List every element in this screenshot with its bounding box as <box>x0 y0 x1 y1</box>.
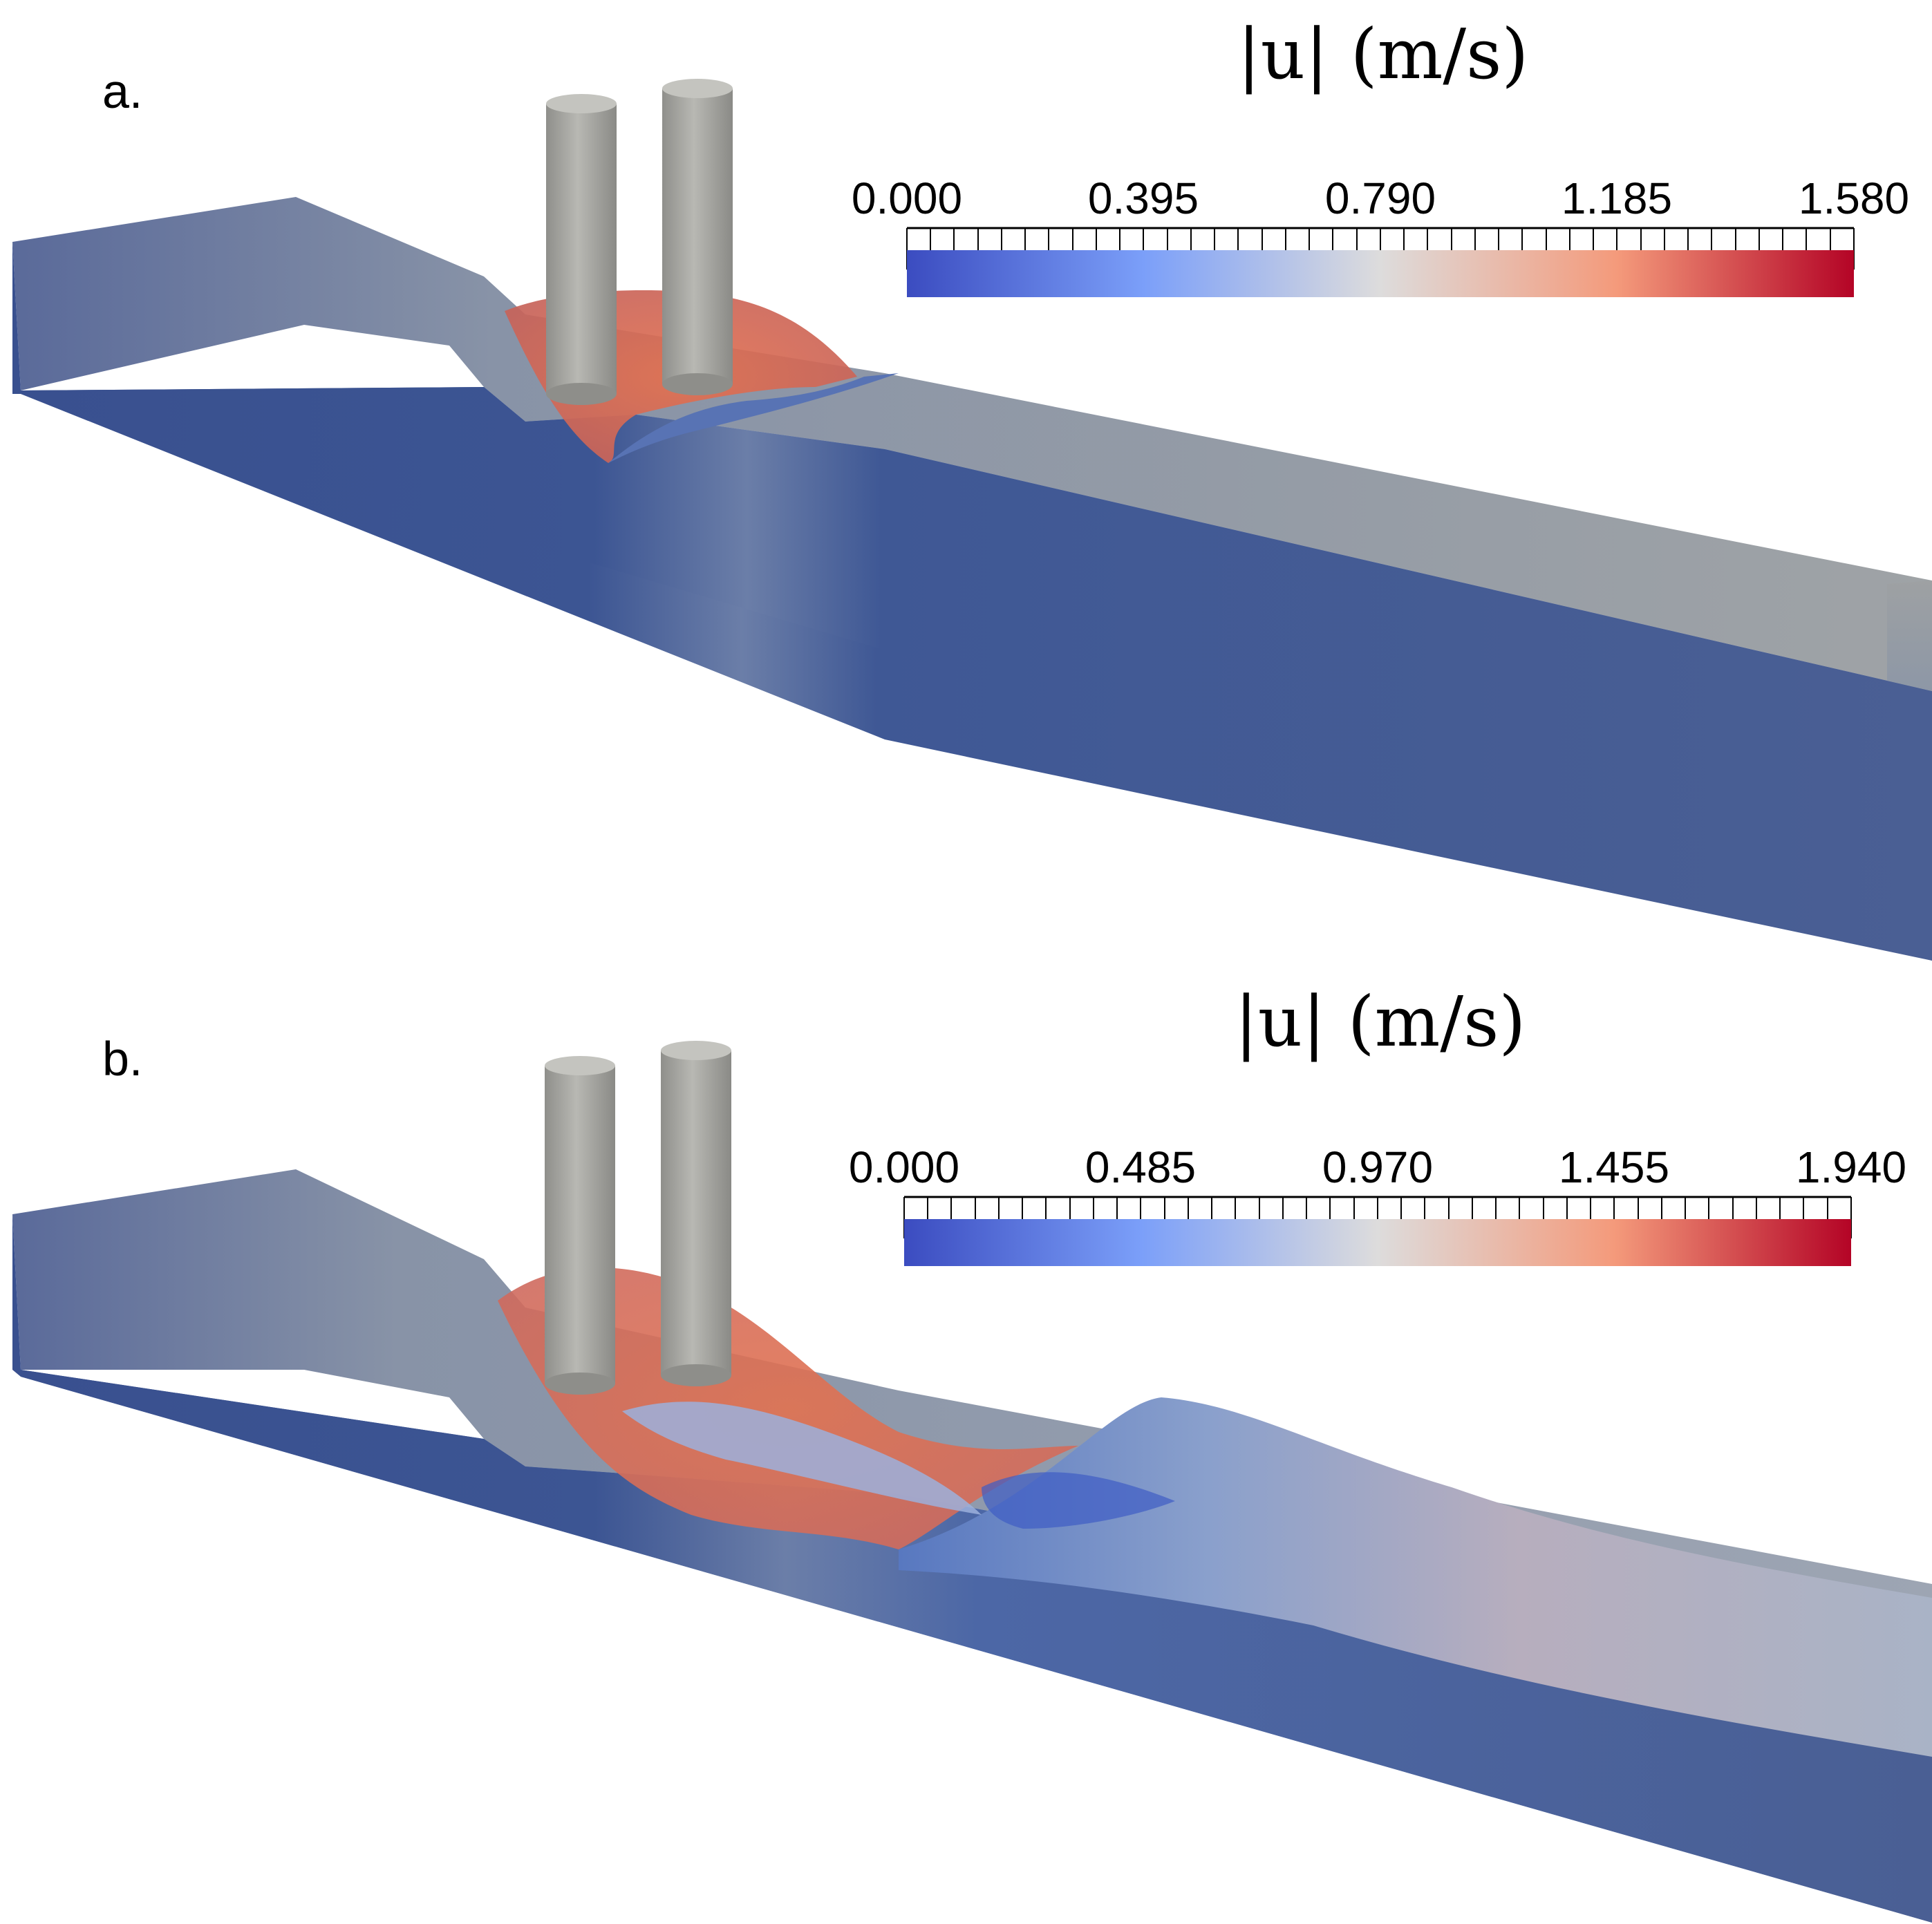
pillar-left-b <box>545 1056 615 1395</box>
flow-acceleration-b <box>498 1267 1078 1549</box>
pillar-right-a <box>662 79 733 395</box>
legend-title-a: |u| (m/s) <box>1237 14 1529 95</box>
water-surface-a <box>12 197 1932 691</box>
colorbar-a-tick-4: 1.580 <box>1798 173 1910 223</box>
panel-a: a. |u| (m/s) 0.000 0.395 0.790 1.185 1.5… <box>12 14 1932 961</box>
colorbar-b: 0.000 0.485 0.970 1.455 1.940 <box>849 1142 1906 1266</box>
legend-title-b: |u| (m/s) <box>1235 981 1526 1062</box>
flume-scene-b <box>12 1041 1932 1923</box>
panel-label-b: b. <box>102 1032 143 1086</box>
colorbar-a-tick-0: 0.000 <box>851 173 963 223</box>
pillar-right-b <box>661 1041 731 1386</box>
colorbar-b-tick-3: 1.455 <box>1558 1142 1670 1192</box>
panel-label-a: a. <box>102 64 143 118</box>
colorbar-a: 0.000 0.395 0.790 1.185 1.580 <box>852 173 1909 297</box>
colorbar-b-tick-4: 1.940 <box>1795 1142 1907 1192</box>
colorbar-a-tick-2: 0.790 <box>1324 173 1436 223</box>
colorbar-b-tick-0: 0.000 <box>848 1142 960 1192</box>
colorbar-a-gradient <box>906 227 1855 297</box>
colorbar-b-tick-1: 0.485 <box>1085 1142 1197 1192</box>
colorbar-b-gradient <box>903 1196 1852 1266</box>
colorbar-a-tick-1: 0.395 <box>1087 173 1199 223</box>
panel-b: b. |u| (m/s) 0.000 0.485 0.970 1.455 1.9… <box>0 962 1932 1924</box>
turbulent-region-b <box>899 1397 1932 1757</box>
colorbar-a-tick-3: 1.185 <box>1561 173 1673 223</box>
pillar-left-a <box>546 94 617 405</box>
flume-scene-a <box>12 79 1932 961</box>
colorbar-b-tick-2: 0.970 <box>1322 1142 1434 1192</box>
